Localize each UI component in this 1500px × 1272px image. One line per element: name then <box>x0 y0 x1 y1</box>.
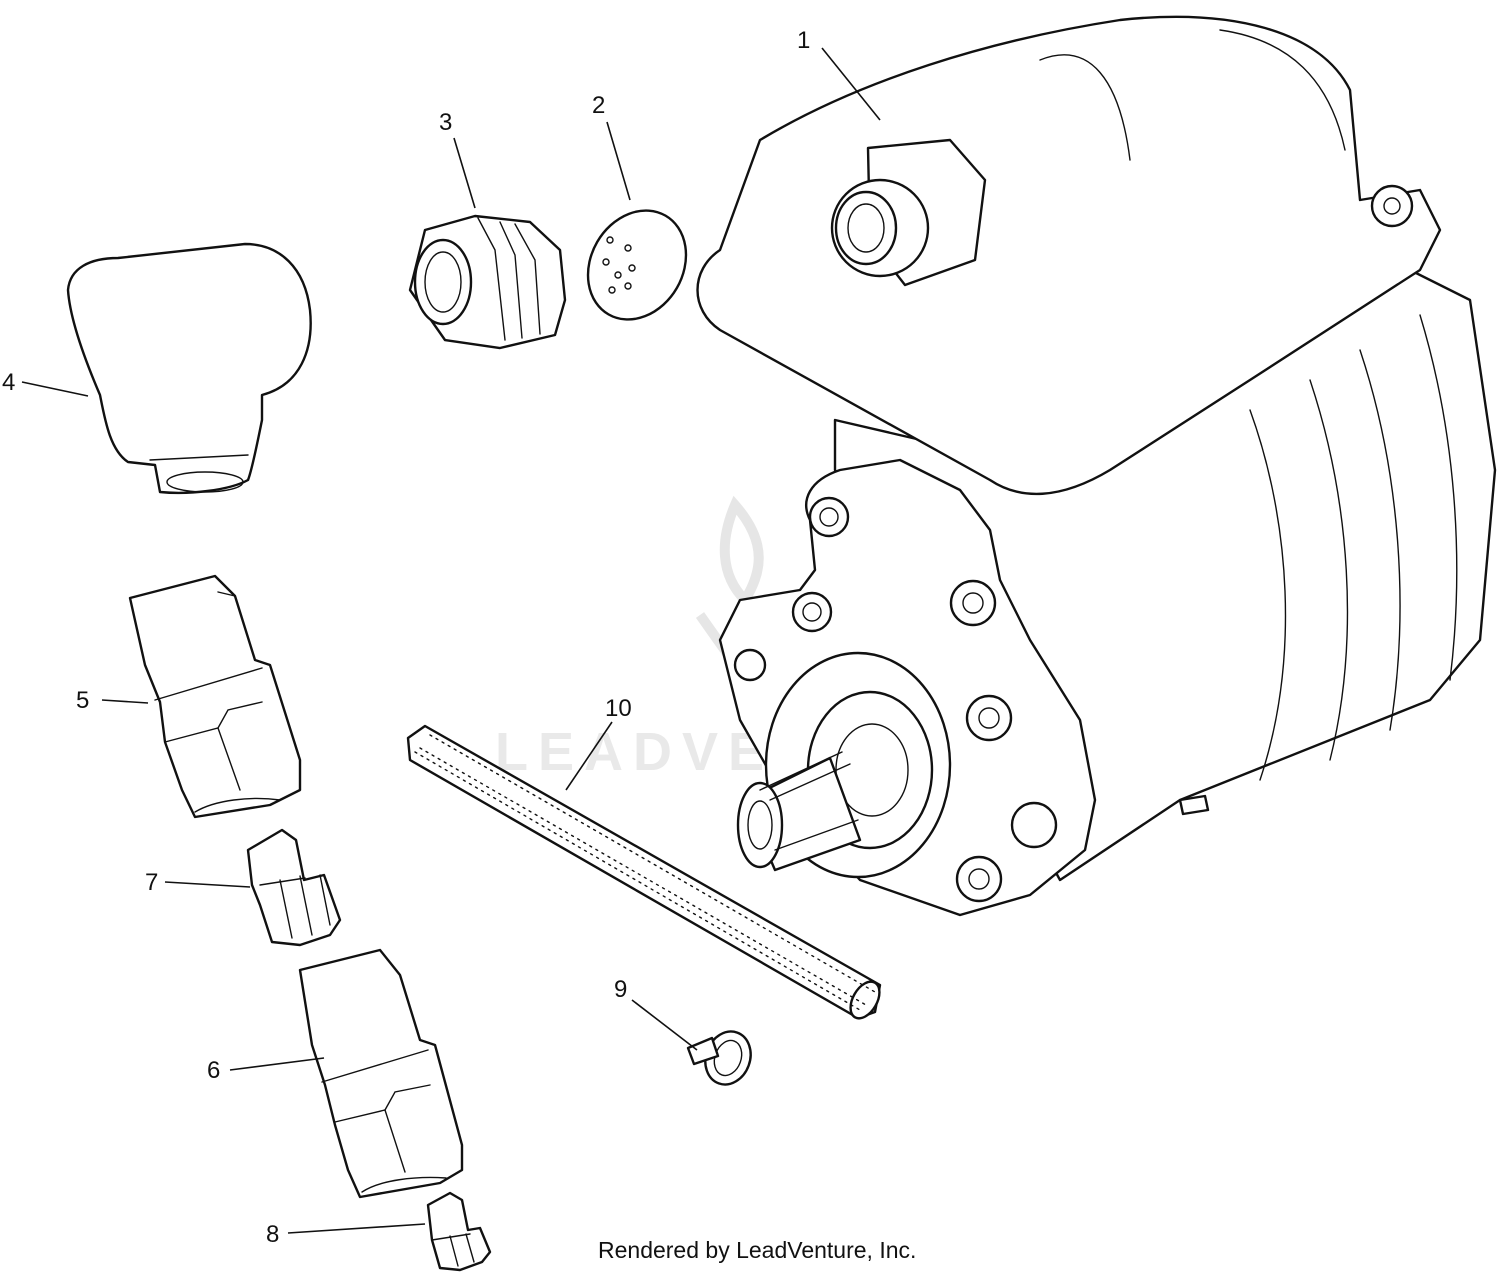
callout-8: 8 <box>266 1221 279 1248</box>
render-credit: Rendered by LeadVenture, Inc. <box>598 1237 916 1263</box>
connector-housing-part-6 <box>298 948 464 1199</box>
hex-nut-part-3 <box>408 214 567 350</box>
callout-9: 9 <box>614 976 627 1003</box>
callout-10: 10 <box>605 695 632 722</box>
callout-2: 2 <box>592 92 605 119</box>
filter-disc-part-2 <box>586 209 688 321</box>
callout-7: 7 <box>145 869 158 896</box>
connector-housing-part-5 <box>128 574 302 819</box>
callout-numbers: 1 2 3 4 5 6 7 8 9 10 <box>2 27 810 1248</box>
callout-1: 1 <box>797 27 810 54</box>
motor-assembly-part-1 <box>696 15 1497 917</box>
cable-tie-part-9 <box>686 1030 752 1086</box>
callout-6: 6 <box>207 1057 220 1084</box>
callout-4: 4 <box>2 369 15 396</box>
threaded-rod-part-10 <box>406 724 882 1020</box>
wedge-lock-part-7 <box>246 828 342 947</box>
elbow-boot-part-4 <box>66 242 312 495</box>
callout-5: 5 <box>76 687 89 714</box>
leader-lines <box>21 47 881 1234</box>
callout-3: 3 <box>439 109 452 136</box>
wedge-lock-part-8 <box>426 1191 492 1272</box>
